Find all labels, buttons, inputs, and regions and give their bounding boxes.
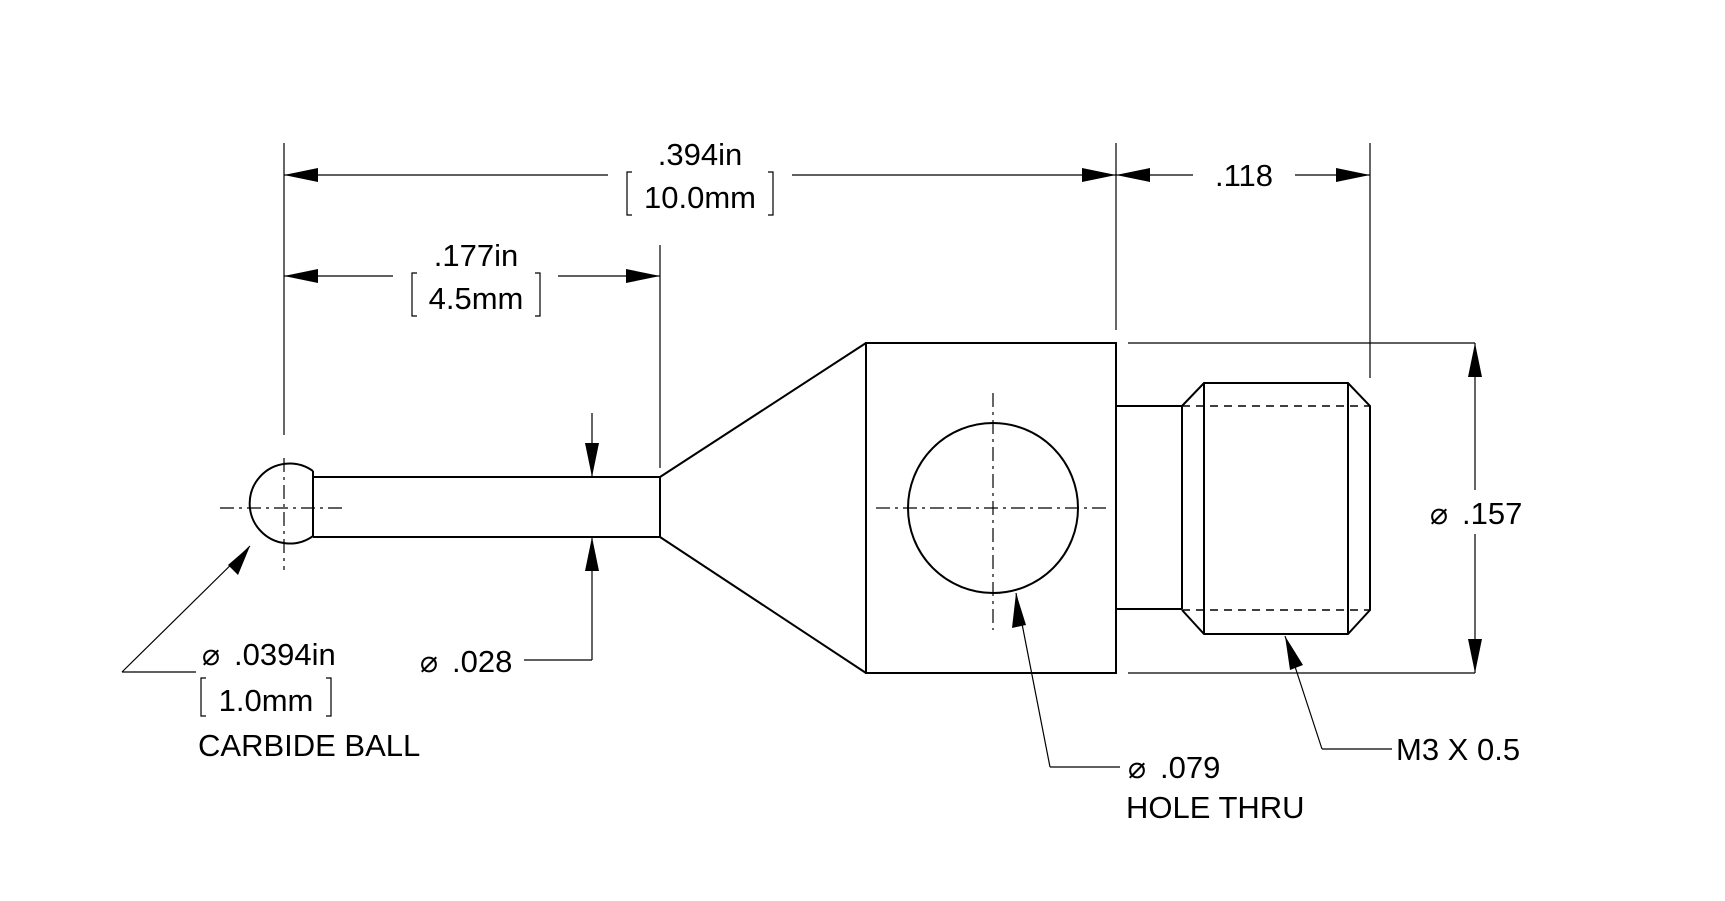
arrowhead-left [284, 168, 318, 182]
arrowhead-left [1116, 168, 1150, 182]
bracket-left [626, 171, 632, 216]
dimension-stem-length: .177in 4.5mm [284, 238, 660, 317]
diameter-symbol: ⌀ [202, 638, 220, 673]
ball-diameter-mm-label: 1.0mm [219, 683, 314, 718]
diameter-symbol: ⌀ [1430, 497, 1448, 532]
body-diameter-label: .157 [1462, 496, 1522, 531]
ball-diameter-in-label: .0394in [234, 637, 336, 672]
dimension-thread-length: .118 [1116, 158, 1370, 193]
arrowhead-right [1082, 168, 1116, 182]
stem-length-in-label: .177in [434, 238, 518, 273]
arrowhead-top [585, 443, 599, 477]
leader-line [121, 545, 251, 673]
square-body [865, 342, 1117, 674]
thread-length-label: .118 [1215, 158, 1273, 193]
thread-spec-label: M3 X 0.5 [1396, 732, 1520, 767]
stem-diameter-label: .028 [452, 644, 512, 679]
arrowhead-left [284, 269, 318, 283]
cone-bottom-edge [659, 536, 867, 674]
ball-material-note: CARBIDE BALL [198, 728, 420, 763]
diameter-symbol: ⌀ [420, 645, 438, 680]
overall-length-in-label: .394in [658, 137, 742, 172]
diameter-symbol: ⌀ [1128, 751, 1146, 786]
cone-top-edge [659, 342, 867, 478]
bracket-left [200, 677, 206, 717]
arrowhead-top [1468, 343, 1482, 377]
bracket-right [535, 272, 541, 317]
dimension-stem-diameter: ⌀ .028 [420, 413, 599, 680]
part-outline [248, 342, 1371, 674]
arrowhead-right [626, 269, 660, 283]
stem-length-mm-label: 4.5mm [429, 281, 524, 316]
carbide-ball-outline [248, 462, 314, 545]
thread-outline [1181, 382, 1371, 635]
arrowhead-bottom [585, 537, 599, 571]
arrowhead-right [1336, 168, 1370, 182]
dimension-overall-length: .394in 10.0mm [284, 137, 1116, 216]
overall-length-mm-label: 10.0mm [644, 180, 756, 215]
bracket-left [411, 272, 417, 317]
arrowhead [1285, 636, 1303, 670]
hole-note: HOLE THRU [1126, 790, 1305, 825]
hole-diameter-label: .079 [1160, 750, 1220, 785]
bracket-right [768, 171, 774, 216]
callout-thread: M3 X 0.5 [1284, 635, 1520, 767]
arrowhead [1012, 593, 1026, 628]
arrowhead [228, 546, 250, 575]
bracket-right [326, 677, 332, 717]
center-lines [220, 393, 1110, 630]
callout-carbide-ball: ⌀ .0394in 1.0mm CARBIDE BALL [121, 545, 420, 763]
extension-lines [283, 143, 1475, 674]
dimension-body-diameter: ⌀ .157 [1430, 343, 1522, 673]
callout-hole-thru: ⌀ .079 HOLE THRU [1012, 592, 1305, 825]
arrowhead-bottom [1468, 639, 1482, 673]
